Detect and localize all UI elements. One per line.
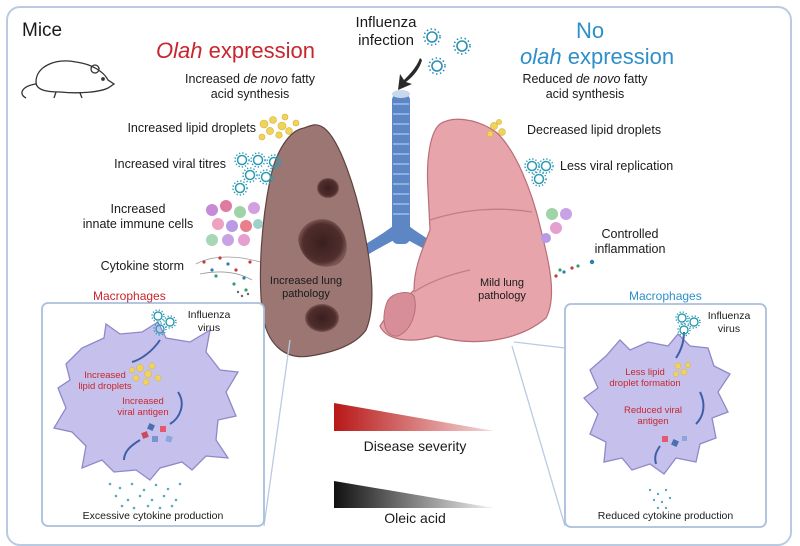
left-title: Olah expression [156,38,315,64]
cytokine-icon [648,488,672,510]
left-item-innate-1: Increased [110,202,166,216]
right-lung-label-2: pathology [478,290,526,302]
right-cell-lipid-1: Less lipid [625,367,665,378]
diagram-canvas [21,28,767,528]
left-virus-label-2: virus [197,322,221,334]
left-cell-antigen-1: Increased [122,396,164,407]
virus-icon [675,311,701,337]
left-lung-label: Increased lung pathology [256,275,356,301]
oleic-acid-triangle [334,481,494,508]
right-item-viral: Less viral replication [560,159,674,173]
right-cell-antigen-2: antigen [637,416,669,427]
left-macrophages-title: Macrophages [93,289,166,303]
right-item-inflammation-2: inflammation [594,242,666,256]
right-virus-label: Influenza virus [696,310,762,336]
virus-icon [524,158,554,187]
virus-icon [232,152,282,196]
right-virus-label-1: Influenza [707,310,751,322]
virus-icon [151,309,177,336]
right-title-word: expression [567,44,675,69]
right-cell-lipid-2: droplet formation [609,378,681,389]
left-synthesis-pre: Increased [185,72,244,86]
right-cell-antigen: Reduced viral antigen [608,405,698,427]
organism-label: Mice [22,20,63,41]
right-title-gene: olah [520,44,562,69]
infection-line1: Influenza [355,14,417,31]
mouse-icon [21,60,116,99]
right-synthesis-post: fatty [620,72,648,86]
infection-line2: infection [358,32,414,49]
right-footer: Reduced cytokine production [597,510,734,522]
left-lung-label-1: Increased lung [269,275,343,287]
right-lung-label-1: Mild lung [479,277,525,289]
infection-label: Influenza infection [336,14,436,50]
right-macrophages-title: Macrophages [629,289,702,303]
left-item-viral: Increased viral titres [114,157,226,171]
oleic-acid-label: Oleic acid [384,510,446,526]
left-item-cytokine: Cytokine storm [100,259,184,273]
left-synthesis-post: fatty [287,72,315,86]
left-synthesis: Increased de novo fatty acid synthesis [120,72,380,102]
right-cell-lipid: Less lipid droplet formation [600,367,690,389]
left-item-innate-2: innate immune cells [82,217,194,231]
left-title-word: expression [208,38,315,63]
lung-icon [379,118,553,343]
right-virus-label-2: virus [717,323,741,335]
immune-cell-icon [206,200,263,246]
left-cell-antigen-2: viral antigen [117,407,169,418]
immune-cell-icon [541,208,572,243]
right-synthesis: Reduced de novo fatty acid synthesis [480,72,690,102]
cytokine-icon [195,256,261,298]
left-cell-lipid-1: Increased [84,370,126,381]
cytokine-icon [108,482,182,510]
virus-icon [423,28,471,75]
right-lung-label: Mild lung pathology [452,277,552,303]
left-virus-label: Influenza virus [174,309,244,335]
right-synthesis-em: de novo [575,72,621,86]
disease-severity-label: Disease severity [363,438,467,454]
right-title-no: No [576,18,605,43]
macrophage-cell-icon [583,331,731,475]
lung-icon [259,124,373,358]
down-arrow-icon [398,58,422,90]
lipid-droplet-icon [486,119,506,138]
left-lung-label-2: pathology [282,288,330,300]
lipid-droplet-icon [258,113,300,141]
disease-severity-triangle [334,403,494,431]
left-footer: Excessive cytokine production [82,510,224,522]
left-virus-label-1: Influenza [187,309,231,321]
cytokine-icon [554,259,595,278]
left-title-gene: Olah [156,38,203,63]
left-cell-lipid-2: lipid droplets [78,381,132,392]
left-cell-antigen: Increased viral antigen [98,396,188,418]
left-item-lipid: Increased lipid droplets [127,121,256,135]
right-title: No olah expression [520,18,720,70]
left-synthesis-line2: acid synthesis [210,87,290,101]
right-synthesis-pre: Reduced [522,72,576,86]
zoom-connector [263,339,566,527]
macrophage-cell-icon [52,321,240,481]
right-item-lipid: Decreased lipid droplets [527,123,662,137]
left-synthesis-em: de novo [243,72,288,86]
right-synthesis-line2: acid synthesis [545,87,625,101]
left-cell-lipid: Increased lipid droplets [60,370,150,392]
right-item-inflammation-1: Controlled [601,227,659,241]
right-cell-antigen-1: Reduced viral [623,405,683,416]
